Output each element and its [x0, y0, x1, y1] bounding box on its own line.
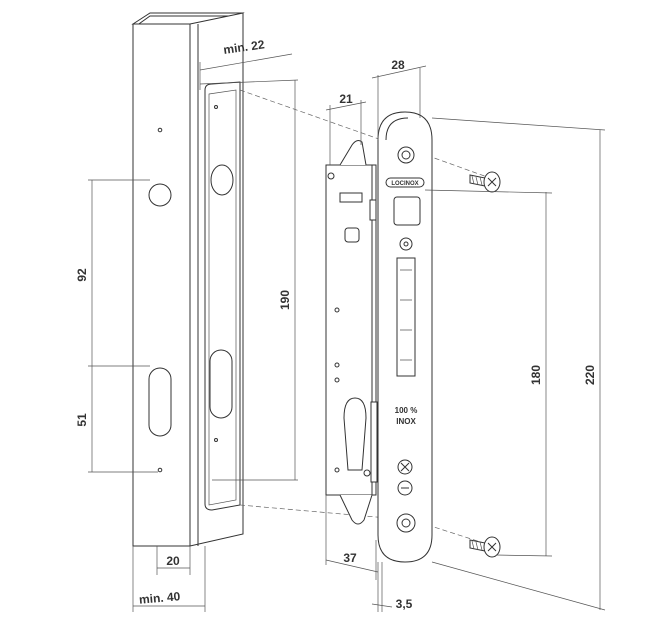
dimension-min-22: min. 22 [222, 37, 265, 57]
spindle-hole-side [210, 164, 234, 196]
faceplate-text-line2: INOX [396, 417, 416, 426]
dimension-37: 37 [343, 551, 357, 565]
dimension-220: 220 [583, 365, 597, 385]
lock-dimensions [325, 65, 606, 612]
dimension-180: 180 [529, 365, 543, 385]
spindle-hole-front [148, 183, 172, 207]
latch [393, 196, 421, 226]
faceplate: LOCINOX 100 % INOX [377, 111, 433, 563]
locinox-logo [385, 177, 425, 188]
dimension-20: 20 [166, 554, 180, 568]
screw-bottom [469, 536, 501, 558]
cylinder-hole-side [209, 349, 233, 419]
gate-post-tube [131, 12, 245, 547]
cylinder-hole-front [148, 367, 172, 437]
faceplate-text-line1: 100 % [395, 406, 418, 415]
dimension-3-5: 3,5 [396, 597, 413, 611]
deadbolt [396, 257, 416, 377]
dimension-21: 21 [339, 92, 353, 106]
dimension-min-40: min. 40 [138, 589, 181, 607]
lock-body [325, 140, 378, 525]
svg-text:LOCINOX: LOCINOX [391, 181, 418, 187]
tube-dimensions [88, 53, 299, 612]
screw-top [469, 171, 501, 193]
dimension-190: 190 [278, 290, 292, 310]
dimension-28: 28 [391, 58, 405, 72]
dimension-51: 51 [75, 413, 89, 427]
dimension-92: 92 [75, 268, 89, 282]
projection-lines [239, 89, 491, 546]
